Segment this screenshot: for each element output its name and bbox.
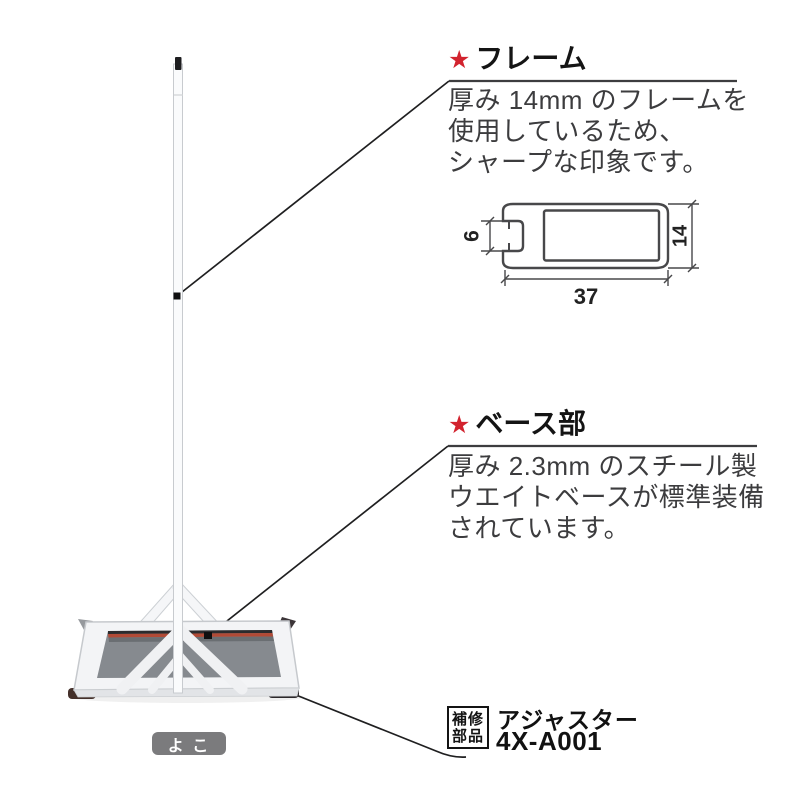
dim-37-tick-left [500, 274, 510, 284]
frame-annotation-title-text: フレーム [475, 43, 587, 74]
leg-left [116, 624, 186, 695]
frame-annotation: ★ フレーム 厚み 14mm のフレームを 使用しているため、 シャープな印象で… [448, 43, 749, 178]
base-annotation-title-text: ベース部 [475, 408, 587, 439]
leader-line-adjuster [285, 690, 467, 758]
profile-inner-hollow [542, 209, 661, 262]
leader-lines [176, 79, 757, 758]
base-annotation-title: ★ ベース部 [448, 408, 765, 440]
dim-14-label: 14 [669, 224, 691, 247]
adjuster-part-name: アジャスター [497, 707, 639, 733]
callout-dot-base [204, 632, 212, 639]
pole [173, 57, 183, 694]
repair-parts-tag-line-1: 補修 [451, 710, 484, 728]
frame-annotation-line-1: 厚み 14mm のフレームを [448, 84, 749, 115]
orientation-badge-yoko: よ こ [152, 732, 226, 755]
base-annotation-body: 厚み 2.3mm のスチール製 ウエイトベースが標準装備 されています。 [448, 451, 765, 544]
dim-37-label: 37 [574, 284, 598, 309]
dim-37 [500, 270, 673, 286]
leader-line-frame [176, 80, 450, 297]
base-annotation-line-2: ウエイトベースが標準装備 [448, 481, 765, 512]
star-icon: ★ [448, 45, 471, 74]
dim-14-tick-top [687, 199, 697, 209]
dim-6 [481, 216, 503, 256]
repair-parts-tag: 補修 部品 [447, 706, 489, 749]
base-annotation-line-1: 厚み 2.3mm のスチール製 [448, 450, 758, 481]
leg-right [174, 624, 248, 695]
dim-14 [668, 199, 699, 273]
pole-shaft [173, 63, 183, 694]
frame-cross-section-diagram: 6 14 37 [461, 199, 699, 309]
base-annotation-line-3: されています。 [448, 512, 631, 543]
weight-base-edge [73, 687, 300, 698]
dim-14-tick-bottom [687, 263, 697, 273]
dim-37-tick-right [663, 274, 673, 284]
panel-top-dark-line [108, 630, 273, 634]
dim-6-tick-bottom [485, 246, 495, 256]
leg-inner-right [176, 652, 214, 694]
callout-dot-frame [173, 292, 181, 300]
dim-6-tick-top [485, 216, 495, 226]
adjuster-part-number: 4X-A001 [496, 726, 603, 756]
star-icon: ★ [448, 410, 471, 439]
frame-annotation-line-3: シャープな印象です。 [448, 146, 709, 177]
dim-6-label: 6 [461, 230, 484, 242]
frame-annotation-line-2: 使用しているため、 [448, 115, 686, 146]
frame-annotation-body: 厚み 14mm のフレームを 使用しているため、 シャープな印象です。 [448, 85, 749, 178]
pole-top-cap [175, 57, 182, 70]
frame-annotation-title: ★ フレーム [448, 43, 749, 75]
base-annotation: ★ ベース部 厚み 2.3mm のスチール製 ウエイトベースが標準装備 されてい… [448, 408, 765, 544]
repair-parts-tag-line-2: 部品 [451, 727, 484, 745]
leader-line-base [207, 445, 449, 637]
